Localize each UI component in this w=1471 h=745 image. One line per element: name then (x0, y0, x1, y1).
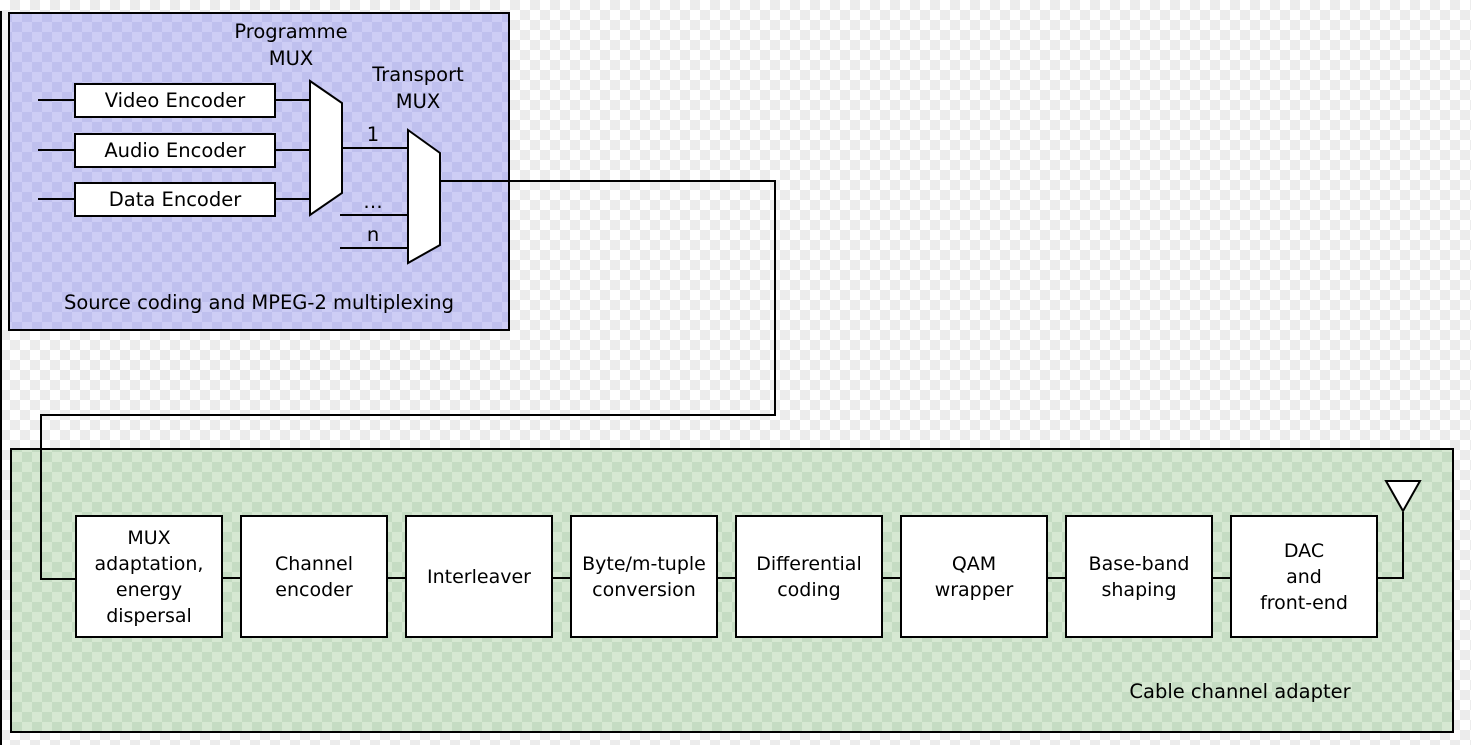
video-encoder-box: Video Encoder (74, 83, 276, 118)
transport-stream-connector (40, 180, 776, 580)
data-encoder-box: Data Encoder (74, 182, 276, 217)
block-mux-adaptation: MUX adaptation, energy dispersal (75, 515, 223, 638)
cable-panel-caption: Cable channel adapter (1129, 680, 1351, 703)
antenna-icon (1384, 480, 1422, 514)
block-byte-m-tuple: Byte/m-tuple conversion (570, 515, 718, 638)
programme-mux-label: Programme MUX (234, 20, 348, 70)
dac-to-antenna-wire (1378, 512, 1404, 579)
left-edge-line (0, 11, 2, 745)
block-qam-wrapper: QAM wrapper (900, 515, 1048, 638)
source-panel-caption: Source coding and MPEG-2 multiplexing (63, 291, 455, 314)
block-baseband-shaping: Base-band shaping (1065, 515, 1213, 638)
transport-mux-label: Transport MUX (372, 63, 464, 113)
transport-mux-shape (407, 128, 441, 265)
block-channel-encoder: Channel encoder (240, 515, 388, 638)
audio-encoder-box: Audio Encoder (74, 133, 276, 168)
block-dac-frontend: DAC and front-end (1230, 515, 1378, 638)
block-interleaver: Interleaver (405, 515, 553, 638)
programme-mux-shape (309, 79, 343, 217)
transport-input-ellipsis-label: … (363, 190, 383, 213)
transport-input-n-label: n (366, 223, 380, 246)
block-differential-coding: Differential coding (735, 515, 883, 638)
transport-input-1-label: 1 (366, 123, 380, 146)
